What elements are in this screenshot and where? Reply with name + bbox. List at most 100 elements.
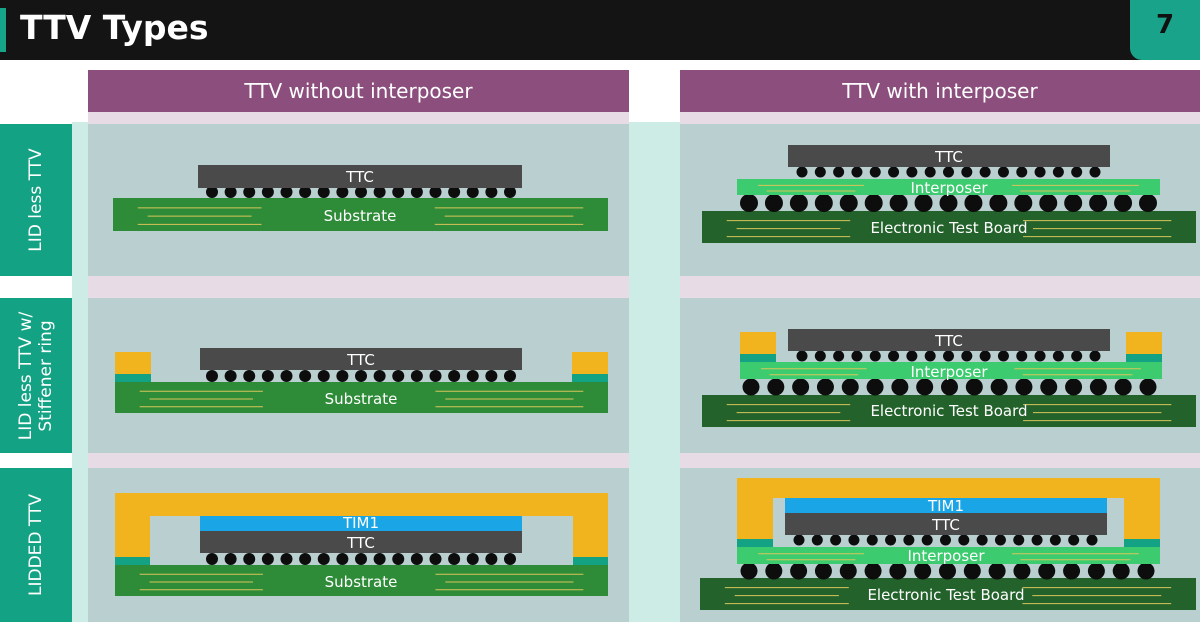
solder-ball	[317, 370, 330, 382]
solder-ball	[1052, 166, 1064, 178]
solder-ball	[280, 186, 293, 198]
solder-ball	[979, 166, 991, 178]
header-separator-right	[680, 112, 1200, 124]
solder-ball	[206, 370, 218, 382]
tim1-layer	[785, 498, 1107, 513]
solder-ball	[355, 186, 367, 198]
solder-ball	[943, 166, 954, 178]
ttc-label: TTC	[934, 148, 963, 166]
solder-ball	[410, 186, 423, 198]
solder-ball	[767, 378, 785, 396]
solder-ball	[976, 534, 988, 546]
solder-ball	[814, 562, 832, 580]
solder-ball	[1068, 534, 1080, 546]
solder-ball	[1065, 378, 1083, 396]
column-header-without-interposer: TTV without interposer	[88, 70, 629, 112]
header-accent-bar	[0, 8, 6, 52]
solder-ball	[261, 370, 274, 382]
solder-ball	[1087, 562, 1105, 580]
ttc-label: TTC	[346, 351, 375, 369]
solder-ball	[1071, 350, 1083, 362]
solder-ball	[429, 553, 442, 565]
row-label-text: LID less TTV	[26, 148, 46, 252]
solder-ball	[280, 370, 293, 382]
solder-ball	[1139, 194, 1157, 212]
solder-ball	[1016, 350, 1028, 362]
stiffener-ring-right	[572, 352, 608, 374]
solder-ball	[261, 553, 274, 565]
column-header-with-interposer: TTV with interposer	[680, 70, 1200, 112]
ttc-label: TTC	[345, 168, 374, 186]
solder-ball	[1049, 534, 1061, 546]
solder-ball	[833, 350, 845, 362]
substrate	[113, 198, 608, 231]
solder-ball	[963, 562, 981, 580]
solder-ball	[355, 370, 367, 382]
solder-ball	[997, 350, 1009, 362]
solder-ball	[466, 553, 479, 565]
solder-ball	[924, 166, 936, 178]
solder-ball	[740, 562, 758, 580]
ttc-label: TTC	[934, 332, 963, 350]
solder-ball	[336, 186, 349, 198]
solder-ball	[866, 534, 878, 546]
bga-balls	[742, 378, 1157, 396]
solder-ball	[1013, 534, 1025, 546]
stiffener-adhesive-left	[740, 354, 776, 362]
row-label-lid-less-stiffener: LID less TTV w/ Stiffener ring	[0, 298, 72, 453]
solder-balls	[206, 553, 516, 565]
solder-ball	[299, 370, 312, 382]
solder-ball	[224, 370, 237, 382]
solder-ball	[1089, 378, 1107, 396]
row-label-text: LIDDED TTV	[26, 494, 46, 596]
solder-ball	[888, 350, 900, 362]
lid-adhesive-left	[737, 539, 773, 547]
solder-ball	[833, 166, 845, 178]
solder-ball	[997, 166, 1009, 178]
solder-ball	[979, 350, 991, 362]
slide-header: TTV Types 7	[0, 0, 1200, 60]
solder-ball	[940, 534, 951, 546]
stiffener-ring-left	[740, 332, 776, 354]
solder-ball	[243, 370, 256, 382]
solder-ball	[1064, 194, 1083, 212]
stiffener-ring-right	[1126, 332, 1162, 354]
stiffener-ring-left	[115, 352, 151, 374]
solder-ball	[914, 562, 932, 580]
solder-ball	[939, 194, 958, 212]
solder-ball	[504, 553, 516, 565]
solder-ball	[485, 186, 498, 198]
test-board-label: Electronic Test Board	[870, 219, 1027, 237]
solder-ball	[243, 186, 256, 198]
solder-ball	[914, 194, 933, 212]
lid-adhesive-left	[115, 557, 150, 565]
substrate-label: Substrate	[325, 573, 398, 591]
test-board-label: Electronic Test Board	[870, 402, 1027, 420]
solder-ball	[336, 370, 349, 382]
solder-ball	[373, 370, 386, 382]
solder-ball	[889, 562, 907, 580]
tim1-layer	[200, 516, 522, 531]
solder-ball	[1039, 194, 1058, 212]
solder-ball	[1137, 562, 1155, 580]
lid-adhesive-right	[1124, 539, 1160, 547]
solder-ball	[921, 534, 933, 546]
row-label-lid-less-ttv: LID less TTV	[0, 124, 72, 276]
interposer-label: Interposer	[907, 547, 985, 565]
solder-ball	[1052, 350, 1064, 362]
solder-ball	[961, 350, 973, 362]
bga-balls	[740, 194, 1157, 212]
solder-ball	[906, 166, 918, 178]
solder-ball	[765, 562, 783, 580]
solder-ball	[814, 166, 826, 178]
ttc-die	[788, 145, 1110, 167]
solder-ball	[1086, 534, 1098, 546]
solder-ball	[864, 194, 883, 212]
solder-ball	[392, 553, 405, 565]
solder-ball	[1089, 194, 1108, 212]
solder-ball	[1089, 166, 1101, 178]
solder-ball	[429, 186, 442, 198]
solder-ball	[796, 166, 808, 178]
solder-ball	[1016, 166, 1028, 178]
ttc-die	[200, 348, 522, 370]
